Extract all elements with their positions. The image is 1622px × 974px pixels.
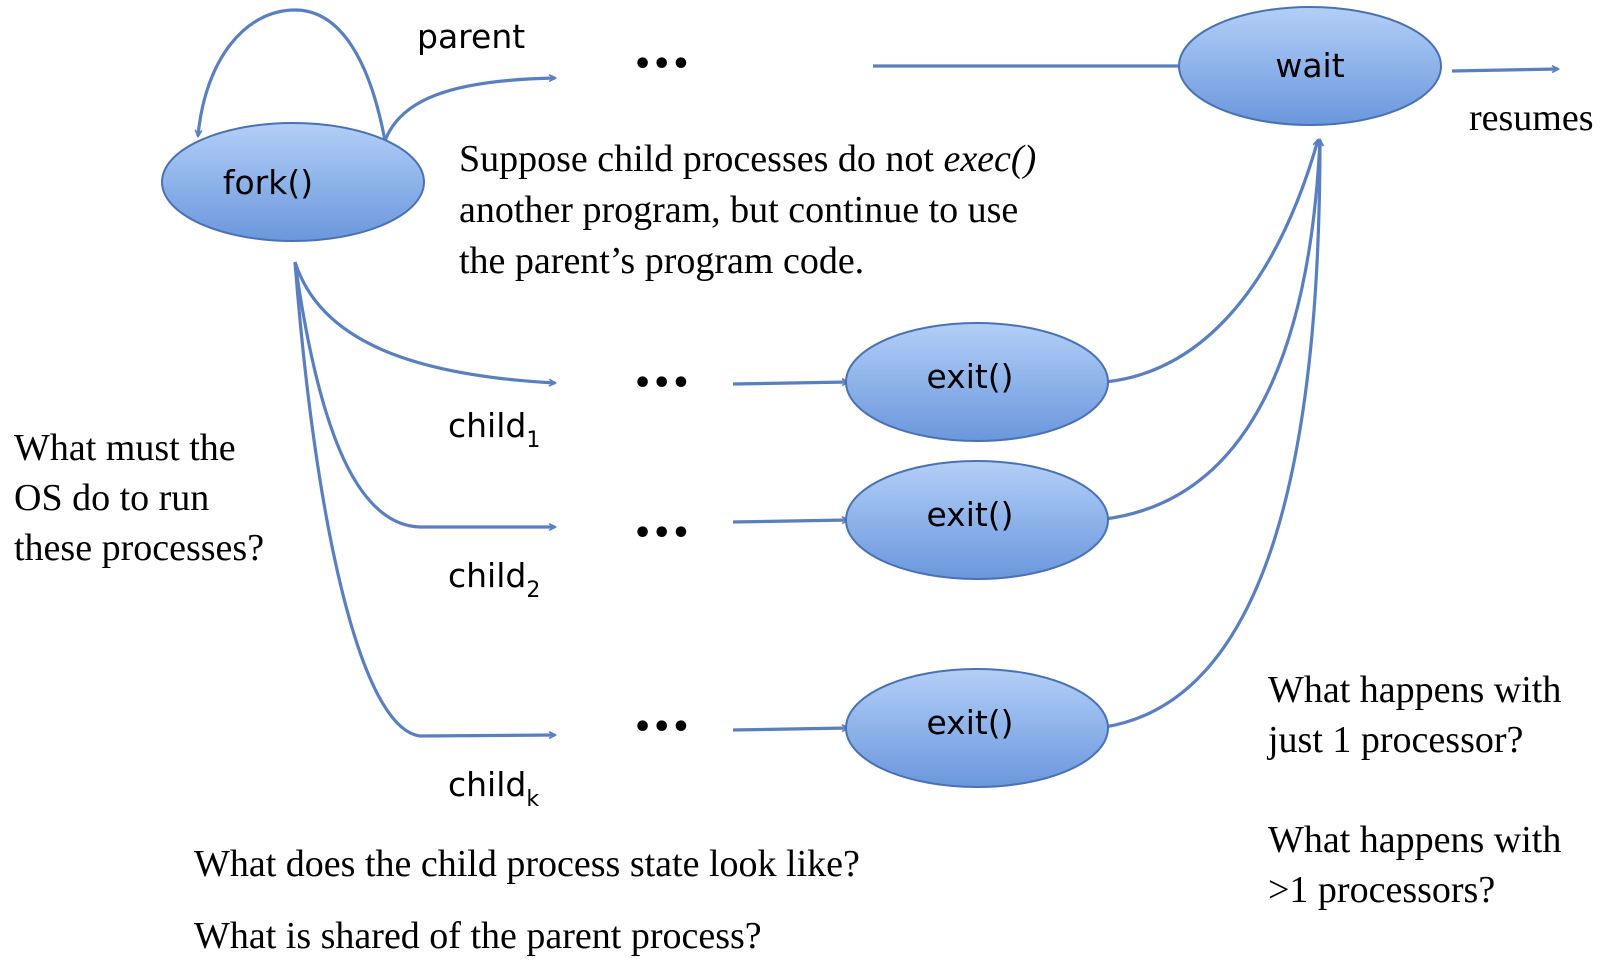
os-question-line2: OS do to run [14, 477, 209, 519]
resumes-label: resumes [1469, 97, 1594, 139]
parent-ellipsis: ••• [633, 47, 691, 82]
childk-label: childk [448, 765, 539, 812]
fork-node: fork() [161, 122, 425, 242]
fork-to-child2-edge [293, 261, 555, 527]
wait-label: wait [1275, 46, 1344, 85]
multi-processor-question-line2: >1 processors? [1268, 869, 1495, 911]
child1-to-exit-edge [732, 382, 848, 384]
one-processor-question-line2: just 1 processor? [1266, 719, 1523, 761]
exitk-to-wait-edge [1104, 140, 1320, 729]
parent-label: parent [417, 17, 525, 56]
exit-1-label: exit() [926, 357, 1013, 396]
fork-label: fork() [223, 163, 313, 202]
os-question-line1: What must the [14, 427, 236, 469]
child2-to-exit-edge [732, 520, 848, 522]
exit-node-1: exit() [845, 322, 1109, 442]
suppose-note-line2: another program, but continue to use [459, 189, 1018, 231]
fork-self-loop-edge [198, 8, 387, 142]
exit-k-label: exit() [926, 703, 1013, 742]
exit-2-label: exit() [926, 495, 1013, 534]
one-processor-question-line1: What happens with [1268, 669, 1561, 711]
child2-ellipsis: ••• [633, 516, 691, 551]
exit-node-k: exit() [845, 668, 1109, 788]
suppose-note-line1: Suppose child processes do not exec() [459, 138, 1036, 180]
os-question-line3: these processes? [14, 527, 264, 569]
shared-question: What is shared of the parent process? [194, 915, 762, 957]
wait-to-resumes-edge [1451, 69, 1558, 71]
fork-to-childk-edge [293, 261, 555, 736]
fork-to-child1-edge [293, 261, 555, 383]
suppose-note-line3: the parent’s program code. [459, 240, 864, 282]
exit-node-2: exit() [845, 460, 1109, 580]
childk-to-exit-edge [732, 728, 848, 730]
exit1-to-wait-edge [1104, 140, 1318, 384]
wait-node: wait [1178, 6, 1442, 126]
fork-to-parent-edge [383, 78, 555, 142]
child1-label: child1 [448, 406, 540, 453]
childk-ellipsis: ••• [633, 710, 691, 745]
exit2-to-wait-edge [1104, 140, 1320, 521]
child2-label: child2 [448, 556, 540, 603]
multi-processor-question-line1: What happens with [1268, 819, 1561, 861]
child-state-question: What does the child process state look l… [194, 843, 860, 885]
child1-ellipsis: ••• [633, 366, 691, 401]
